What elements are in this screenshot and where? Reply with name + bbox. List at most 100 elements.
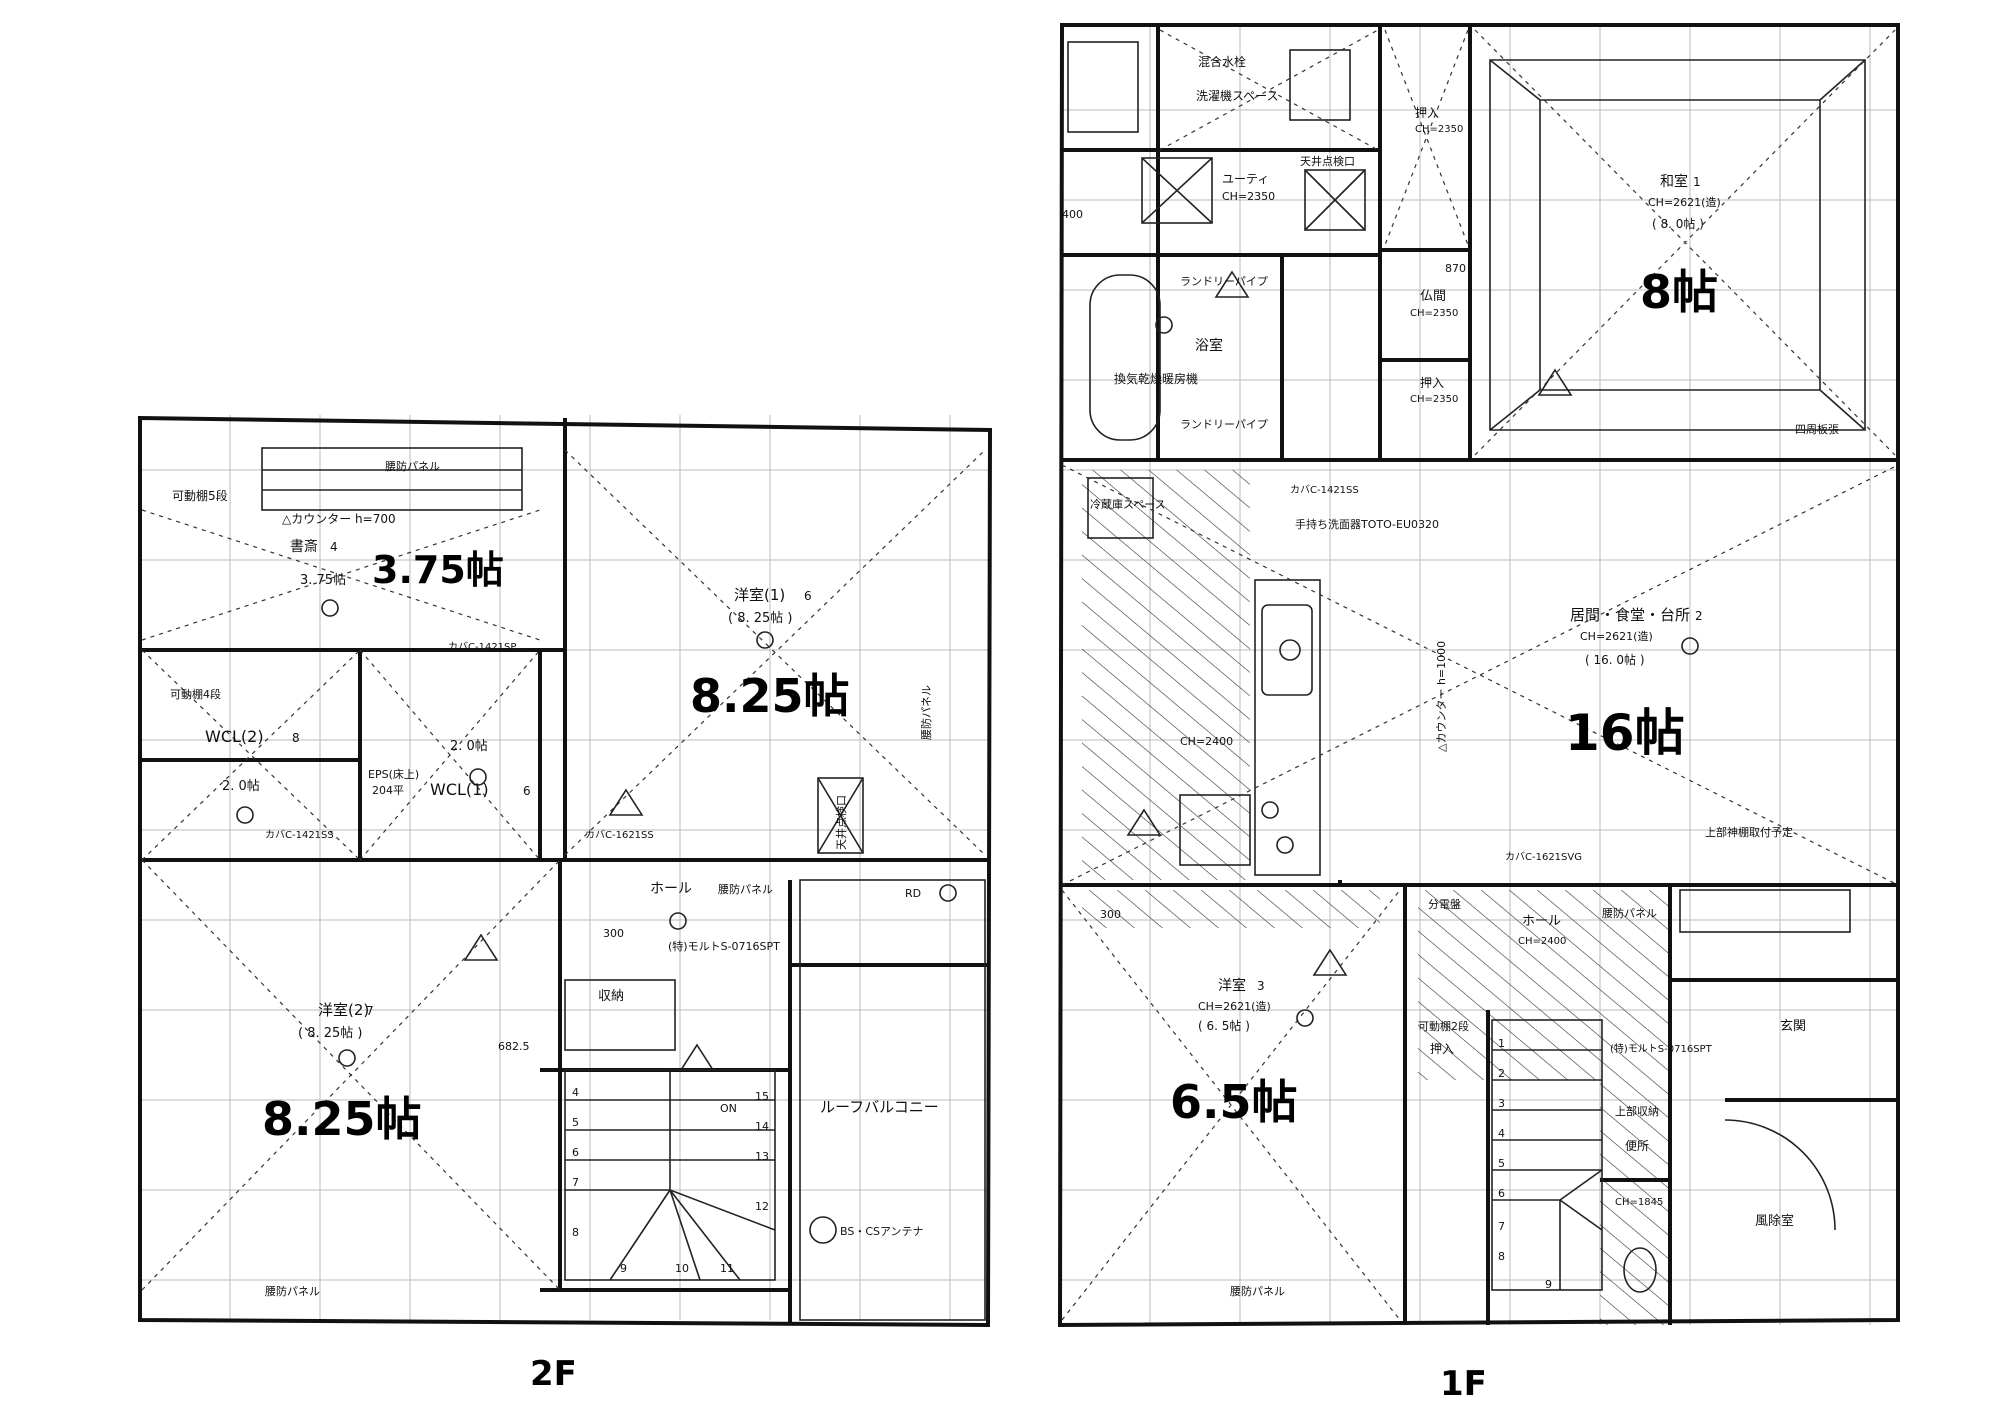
washitsu-size: ( 8. 0帖 )	[1652, 216, 1704, 231]
svg-text:9: 9	[1545, 1278, 1552, 1291]
hall-curtain: 腰防パネル	[718, 882, 773, 896]
ldk-size: ( 16. 0帖 )	[1585, 652, 1645, 667]
laundry-pipe-1: ランドリーパイプ	[1180, 275, 1268, 288]
floor2-grid	[140, 415, 990, 1320]
butsuma-ch: CH=2350	[1410, 308, 1458, 319]
warning-icon	[1214, 270, 1250, 298]
label-distribution: 分電盤	[1428, 898, 1461, 911]
label-movable4: 可動棚4段	[170, 687, 221, 701]
svg-text:6: 6	[572, 1146, 579, 1159]
closet-top-ch: CH=2350	[1415, 124, 1463, 135]
hall-1f-name: ホール	[1522, 914, 1561, 929]
label-upper-storage: 上部収納	[1615, 1104, 1659, 1118]
closet-mid-ch: CH=2350	[1410, 394, 1458, 405]
closet-mid-name: 押入	[1420, 376, 1444, 390]
kitchen-sink	[1261, 604, 1313, 696]
toilet-bowl	[1623, 1247, 1657, 1293]
label-dim870: 870	[1445, 262, 1466, 275]
fridge-space	[1087, 477, 1154, 539]
bs-antenna-icon	[809, 1216, 837, 1244]
label-shihouita: 四周板張	[1795, 422, 1839, 436]
laundry-pipe-2: ランドリーパイプ	[1180, 418, 1268, 431]
ldk-num: 2	[1695, 609, 1703, 623]
wind-room-door	[1724, 1119, 1836, 1231]
entrance-name: 玄関	[1780, 1019, 1806, 1034]
utility-ch: CH=2350	[1222, 190, 1275, 203]
western1-size: ( 8. 25帖 )	[728, 611, 793, 626]
attic-label: 天井点検口	[834, 795, 848, 850]
label-counter-1f: △カウンター h=1000	[1435, 641, 1448, 752]
floor1-stairs	[1491, 1019, 1603, 1291]
floor2-stair-numbers: 4 5 6 7 8 9 10 11 12 13 14 15	[572, 1086, 769, 1275]
closet-low-label: 押入	[1430, 1042, 1454, 1056]
floor-marker-icon	[1155, 316, 1173, 334]
butsuma-name: 仏間	[1420, 289, 1446, 304]
shoe-cabinet	[1679, 889, 1851, 933]
svg-text:12: 12	[755, 1200, 769, 1213]
ldk-ch: CH=2621(造)	[1580, 629, 1653, 643]
hall-name: ホール	[650, 881, 692, 897]
western3-hand-size: 6.5帖	[1170, 1075, 1298, 1129]
label-dim400: 400	[1062, 208, 1083, 221]
label-kamidana: 上部神棚取付予定	[1705, 825, 1793, 839]
western3-name: 洋室	[1218, 977, 1246, 994]
wcl1-size: 2. 0帖	[450, 739, 488, 754]
label-stair-on: ON	[720, 1102, 737, 1115]
svg-text:4: 4	[572, 1086, 579, 1099]
label-model-door: カバC-1621SVG	[1505, 851, 1582, 863]
svg-text:7: 7	[572, 1176, 579, 1189]
closet-top-name: 押入	[1415, 106, 1439, 120]
svg-text:10: 10	[675, 1262, 689, 1275]
svg-text:11: 11	[720, 1262, 734, 1275]
washing-machine	[1289, 49, 1351, 121]
study-size: 3. 75帖	[300, 573, 346, 588]
door-label-2: カバC-1421SS	[265, 829, 334, 841]
floor-marker-icon	[338, 1049, 356, 1067]
rd-circle-icon	[939, 884, 957, 902]
study-name: 書斎	[290, 538, 318, 555]
western3-curtain: 腰防パネル	[1230, 1284, 1285, 1298]
floor2-label: 2F	[530, 1354, 577, 1394]
label-curtain: 腰防パネル	[385, 459, 440, 473]
floor-marker-icon	[756, 631, 774, 649]
floor-marker-icon	[236, 806, 254, 824]
floor1-outer-wall	[1057, 23, 1900, 1328]
utility-name: ユーティ	[1222, 172, 1269, 186]
western2-name: 洋室(2)	[318, 1001, 369, 1019]
floor1-stair-numbers: 1 2 3 4 5 6 7 8 9	[1498, 1037, 1552, 1291]
svg-text:13: 13	[755, 1150, 769, 1163]
bathtub	[1089, 274, 1161, 441]
svg-text:8: 8	[572, 1226, 579, 1239]
floor2-walls	[140, 418, 990, 1325]
label-fridge: 冷蔵庫スペース	[1090, 497, 1166, 511]
svg-text:15: 15	[755, 1090, 769, 1103]
floor-marker-icon	[321, 599, 339, 617]
wcl2-num: 8	[292, 731, 300, 745]
hall-1f-ch: CH=2400	[1518, 936, 1566, 947]
floor1-plan: 混合水栓 洗濯機スペース ユーティ CH=2350 天井点検口 400 ランドリ…	[1057, 23, 1900, 1404]
ldk-name: 居間・食堂・台所	[1570, 606, 1690, 624]
bath-name: 浴室	[1195, 337, 1223, 354]
wind-room-name: 風除室	[1755, 1213, 1794, 1229]
washitsu-name: 和室	[1660, 173, 1688, 190]
western1-hand-size: 8.25帖	[690, 669, 850, 723]
floor-marker-icon	[1681, 637, 1699, 655]
floor1-label: 1F	[1440, 1364, 1487, 1404]
label-eps: EPS(床上)	[368, 767, 419, 781]
warning-icon	[1537, 368, 1573, 396]
svg-text:5: 5	[572, 1116, 579, 1129]
floor1-hatched-area	[1082, 470, 1670, 1325]
hall-curtain-1f: 腰防パネル	[1602, 906, 1657, 920]
floor-marker-icon	[669, 912, 687, 930]
warning-icon	[679, 1043, 715, 1071]
door-label-1f: カバC-1421SS	[1290, 484, 1359, 496]
roof-balcony	[799, 879, 986, 1321]
svg-text:9: 9	[620, 1262, 627, 1275]
label-dim682: 682.5	[498, 1040, 530, 1053]
western2-size: ( 8. 25帖 )	[298, 1026, 363, 1041]
western3-size: ( 6. 5帖 )	[1198, 1018, 1250, 1033]
svg-text:2: 2	[1498, 1067, 1505, 1080]
floor1-room-diagonals	[1061, 29, 1899, 1321]
svg-text:14: 14	[755, 1120, 769, 1133]
